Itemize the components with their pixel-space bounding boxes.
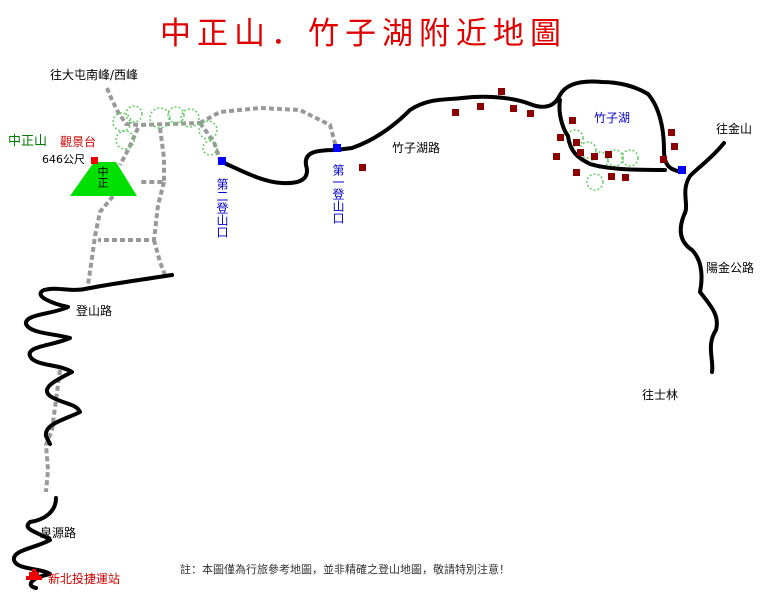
yangjin-junction-marker [678, 166, 686, 174]
label-first-trailhead: 第一登山口 [331, 164, 345, 224]
label-to-jinshan: 往金山 [716, 122, 753, 136]
roads [12, 79, 726, 590]
label-to-shilin: 往士林 [642, 388, 679, 402]
building-markers [359, 88, 678, 181]
label-zhuzihu-road: 竹子湖路 [392, 141, 441, 155]
second-trailhead-marker [218, 157, 226, 165]
label-elevation: 646公尺 [42, 153, 85, 166]
label-bus-station: 新北投捷運站 [48, 572, 121, 586]
label-zhongzheng-mountain: 中正山 [8, 134, 48, 149]
label-dengshan-road: 登山路 [76, 304, 113, 318]
disclaimer-note: 註：本圖僅為行旅參考地圖，並非精確之登山地圖，敬請特別注意！ [180, 563, 510, 576]
first-trailhead-marker [333, 144, 341, 152]
label-observation-deck: 觀景台 [60, 135, 97, 149]
label-zhuzihu: 竹子湖 [594, 111, 631, 125]
map-title: 中正山．竹子湖附近地圖 [160, 16, 567, 52]
station-icon [26, 569, 42, 580]
trail-paths [43, 87, 338, 493]
mountain-peak-shape [70, 162, 137, 196]
label-peak: 中正 [96, 166, 109, 188]
observation-deck-marker [91, 157, 98, 164]
label-yangjin-road: 陽金公路 [706, 261, 755, 275]
label-second-trailhead: 第二登山口 [215, 178, 229, 238]
label-to-datun: 往大屯南峰/西峰 [50, 68, 139, 82]
label-quanyuan-road: 泉源路 [40, 526, 77, 540]
